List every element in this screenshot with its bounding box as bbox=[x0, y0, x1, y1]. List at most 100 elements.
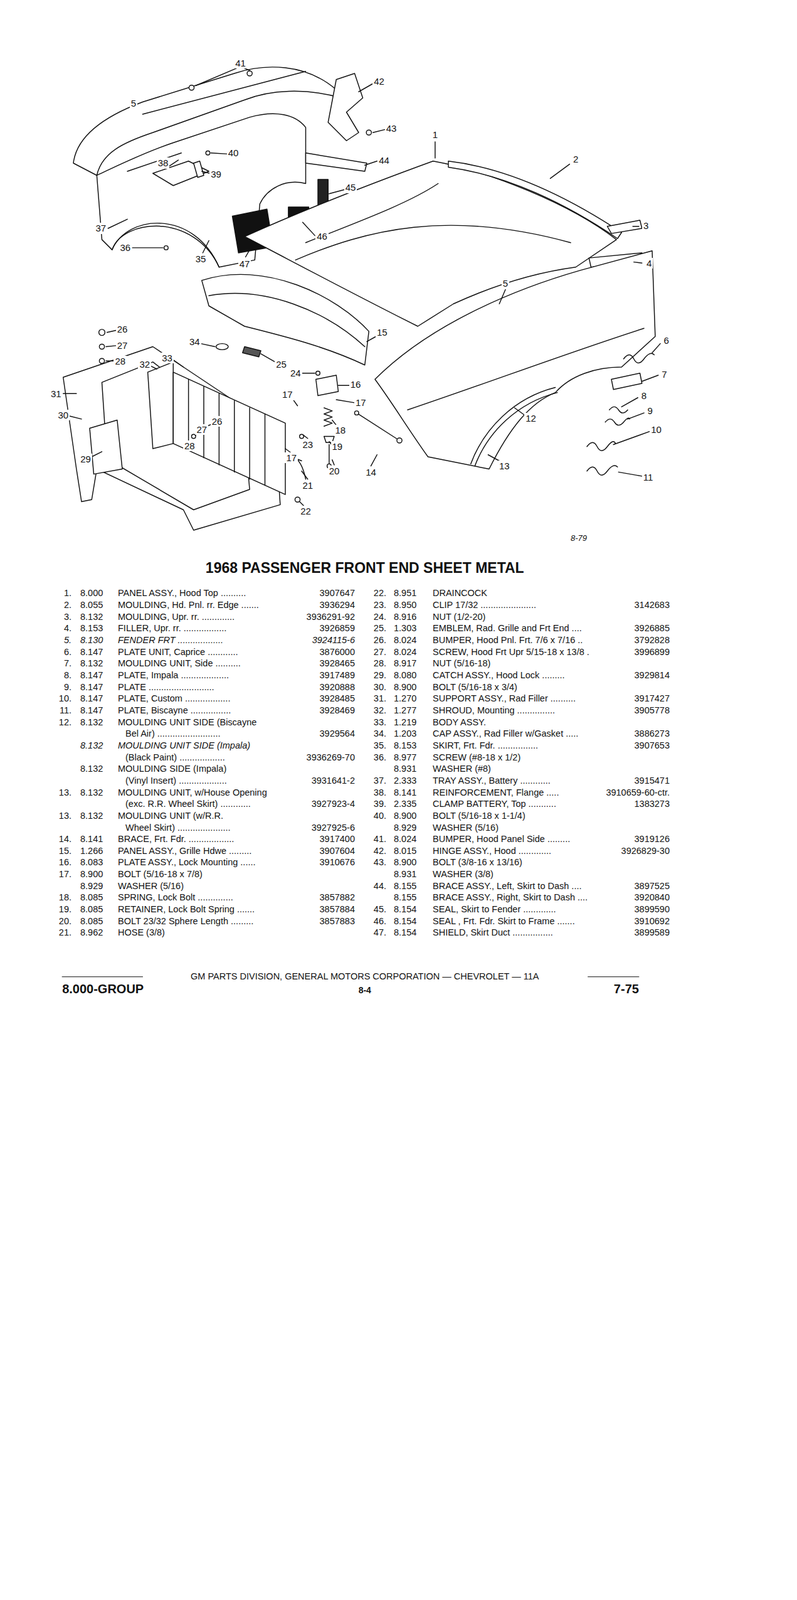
item-number: 31. bbox=[373, 692, 387, 704]
part-description: (Vinyl Insert) ................... bbox=[125, 775, 227, 786]
item-number: 47. bbox=[373, 926, 387, 938]
part-number: 3936269-70 bbox=[306, 751, 355, 763]
part-description: PANEL ASSY., Hood Top .......... bbox=[117, 587, 246, 599]
callout-number: 7 bbox=[660, 368, 668, 380]
item-number: 32. bbox=[373, 704, 387, 716]
item-number: 18. bbox=[58, 891, 72, 903]
part-description: PLATE, Biscayne ................ bbox=[117, 704, 231, 716]
part-description: MOULDING UNIT SIDE (Biscayne bbox=[117, 716, 257, 728]
item-number: 13. bbox=[58, 810, 72, 821]
group-code: 1.266 bbox=[80, 845, 103, 856]
part-number: 3928469 bbox=[319, 704, 355, 716]
group-code: 8.083 bbox=[80, 856, 103, 868]
part-description: SEAL, Skirt to Fender ............. bbox=[432, 903, 557, 915]
group-code: 8.154 bbox=[393, 926, 417, 938]
part-description: BUMPER, Hood Pnl. Frt. 7/6 x 7/16 .. bbox=[432, 634, 583, 646]
part-number: 3907653 bbox=[634, 739, 670, 751]
group-code: 1.203 bbox=[393, 728, 417, 739]
group-code: 8.147 bbox=[80, 669, 103, 681]
item-number: 22. bbox=[373, 587, 387, 599]
group-code: 8.900 bbox=[393, 810, 417, 821]
callout-number: 45 bbox=[344, 181, 358, 193]
part-description: NUT (5/16-18) bbox=[432, 657, 491, 669]
item-number: 14. bbox=[58, 833, 72, 845]
part-number: 1383273 bbox=[634, 798, 670, 809]
part-description: CLIP 17/32 ...................... bbox=[432, 599, 537, 611]
part-number: 3919126 bbox=[634, 833, 670, 845]
part-number: 3876000 bbox=[319, 646, 355, 658]
group-code: 8.055 bbox=[80, 599, 103, 611]
callout-number: 41 bbox=[233, 57, 248, 69]
part-description: CAP ASSY., Rad Filler w/Gasket ..... bbox=[432, 728, 579, 739]
item-number: 43. bbox=[373, 856, 387, 868]
page-number: 8-4 bbox=[358, 984, 372, 995]
item-number: 46. bbox=[373, 915, 387, 927]
callout-number: 25 bbox=[274, 358, 288, 370]
callout-number: 34 bbox=[188, 336, 202, 347]
item-number: 6. bbox=[63, 646, 72, 658]
item-number: 8. bbox=[63, 669, 72, 681]
group-code: 8.155 bbox=[393, 880, 417, 892]
footer-text: GM PARTS DIVISION, GENERAL MOTORS CORPOR… bbox=[190, 970, 539, 982]
item-number: 36. bbox=[373, 751, 387, 763]
callout-number: 1 bbox=[431, 129, 439, 140]
part-description: CATCH ASSY., Hood Lock ......... bbox=[432, 669, 565, 681]
part-number: 3927925-6 bbox=[311, 822, 355, 833]
callout-number: 37 bbox=[94, 222, 108, 234]
title: 1968 PASSENGER FRONT END SHEET METAL bbox=[205, 559, 525, 576]
item-number: 9. bbox=[63, 681, 72, 693]
item-number: 1. bbox=[63, 587, 72, 599]
group-code: 8.153 bbox=[80, 622, 103, 634]
callout-number: 40 bbox=[226, 147, 241, 159]
part-number: 3792828 bbox=[634, 634, 670, 646]
part-number: 3927923-4 bbox=[311, 798, 355, 809]
item-number: 26. bbox=[373, 634, 387, 646]
group-code: 8.153 bbox=[393, 739, 417, 751]
callout-number: 35 bbox=[194, 253, 208, 264]
part-number: 3899590 bbox=[634, 903, 670, 915]
item-number: 34. bbox=[373, 728, 387, 739]
callout-number: 5 bbox=[129, 97, 138, 109]
group-code: 8.931 bbox=[393, 868, 417, 880]
part-description: MOULDING UNIT, Side .......... bbox=[117, 657, 241, 669]
part-number: 3936294 bbox=[319, 599, 355, 611]
part-description: Bel Air) ......................... bbox=[125, 728, 221, 739]
group-code: 8.141 bbox=[393, 786, 417, 798]
part-description: BRACE ASSY., Left, Skirt to Dash .... bbox=[432, 880, 582, 892]
callout-number: 5 bbox=[501, 277, 510, 289]
group-code: 8.024 bbox=[393, 634, 417, 646]
part-number: 3917400 bbox=[319, 833, 355, 845]
callout-number: 10 bbox=[649, 423, 663, 435]
part-description: (Black Paint) .................. bbox=[125, 751, 226, 763]
callout-number: 26 bbox=[116, 323, 130, 335]
part-number: 3929814 bbox=[634, 669, 670, 681]
group-code: 8.950 bbox=[393, 599, 417, 611]
part-number: 3910659-60-ctr. bbox=[605, 786, 670, 798]
group-code: 8.085 bbox=[80, 891, 103, 903]
part-description: HINGE ASSY., Hood ............. bbox=[432, 845, 552, 856]
item-number: 28. bbox=[373, 657, 387, 669]
group-code: 8.147 bbox=[80, 681, 103, 693]
callout-number: 44 bbox=[377, 154, 391, 166]
callout-number: 12 bbox=[524, 412, 538, 424]
item-number: 16. bbox=[58, 856, 72, 868]
part-number: 3920888 bbox=[319, 681, 355, 693]
part-description: (exc. R.R. Wheel Skirt) ............ bbox=[125, 798, 251, 809]
group-code: 8.132 bbox=[80, 716, 103, 728]
group-code: 8.085 bbox=[80, 903, 103, 915]
part-description: NUT (1/2-20) bbox=[432, 611, 486, 623]
group-code: 8.900 bbox=[393, 681, 417, 693]
part-description: SUPPORT ASSY., Rad Filler .......... bbox=[432, 692, 576, 704]
group-code: 8.141 bbox=[80, 833, 103, 845]
group-code: 8.024 bbox=[393, 646, 417, 658]
part-description: PLATE UNIT, Caprice ............ bbox=[117, 646, 239, 658]
part-description: MOULDING UNIT, w/House Opening bbox=[117, 786, 268, 798]
group-code: 8.147 bbox=[80, 704, 103, 716]
part-description: BOLT (5/16-18 x 1-1/4) bbox=[432, 810, 526, 821]
part-number: 3857884 bbox=[319, 903, 355, 915]
callout-number: 11 bbox=[642, 471, 655, 483]
part-description: MOULDING SIDE (Impala) bbox=[117, 763, 227, 774]
part-number: 3926885 bbox=[634, 622, 670, 634]
part-description: BRACE, Frt. Fdr. .................. bbox=[117, 833, 234, 845]
callout-number: 39 bbox=[209, 168, 223, 180]
